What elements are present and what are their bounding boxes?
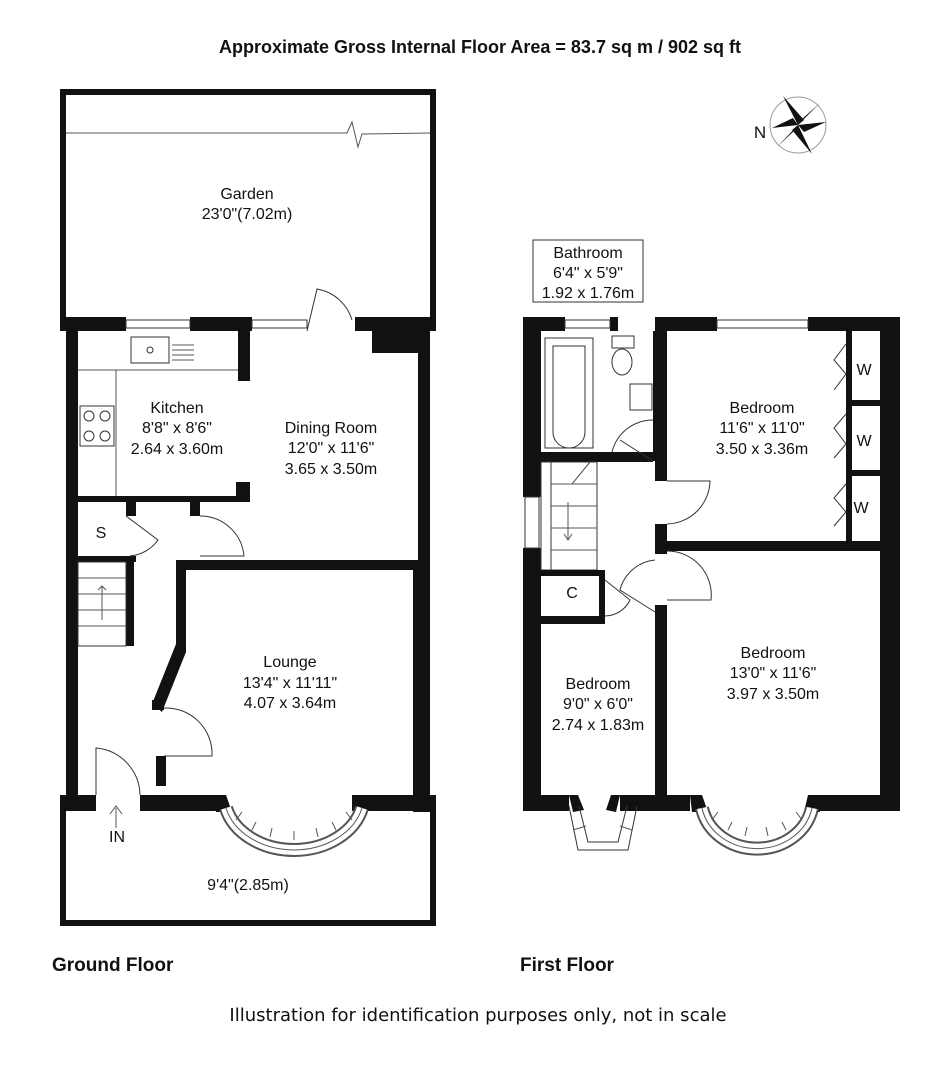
bathroom-imperial: 6'4" x 5'9" (553, 265, 623, 282)
dining-metric: 3.65 x 3.50m (285, 461, 378, 478)
ground-floor-title: Ground Floor (52, 955, 174, 976)
lounge-metric: 4.07 x 3.64m (244, 695, 337, 712)
bathroom-name: Bathroom (553, 245, 622, 262)
kitchen-metric: 2.64 x 3.60m (131, 441, 224, 458)
ground-floor-plan (60, 89, 436, 926)
dining-name: Dining Room (285, 420, 377, 437)
area-header: Approximate Gross Internal Floor Area = … (219, 37, 741, 57)
kitchen-imperial: 8'8" x 8'6" (142, 420, 212, 437)
bedroom1-name: Bedroom (730, 400, 795, 417)
cupboard-label: C (566, 585, 578, 602)
bedroom1-imperial: 11'6" x 11'0" (719, 420, 804, 437)
store-label: S (96, 525, 107, 542)
bedroom3-metric: 2.74 x 1.83m (552, 717, 645, 734)
dining-imperial: 12'0" x 11'6" (288, 440, 375, 457)
bedroom3-name: Bedroom (566, 676, 631, 693)
bathroom-metric: 1.92 x 1.76m (542, 285, 635, 302)
bedroom2-name: Bedroom (741, 645, 806, 662)
first-floor-plan (523, 239, 900, 856)
first-floor-title: First Floor (520, 955, 615, 976)
wardrobe-label-1: W (856, 362, 872, 379)
bedroom1-metric: 3.50 x 3.36m (716, 441, 809, 458)
lounge-imperial: 13'4" x 11'11" (243, 675, 337, 692)
disclaimer: Illustration for identification purposes… (229, 1005, 726, 1026)
compass-icon (769, 96, 827, 154)
bedroom2-imperial: 13'0" x 11'6" (730, 665, 817, 682)
garden-dims: 23'0"(7.02m) (202, 206, 293, 223)
garden-name: Garden (220, 186, 273, 203)
bedroom2-metric: 3.97 x 3.50m (727, 686, 820, 703)
kitchen-name: Kitchen (150, 400, 203, 417)
wardrobe-label-3: W (853, 500, 869, 517)
lounge-name: Lounge (263, 654, 316, 671)
bedroom3-imperial: 9'0" x 6'0" (563, 696, 633, 713)
compass-label: N (754, 123, 766, 142)
entry-label: IN (109, 829, 125, 846)
wardrobe-label-2: W (856, 433, 872, 450)
front-garden-dims: 9'4"(2.85m) (207, 877, 289, 894)
